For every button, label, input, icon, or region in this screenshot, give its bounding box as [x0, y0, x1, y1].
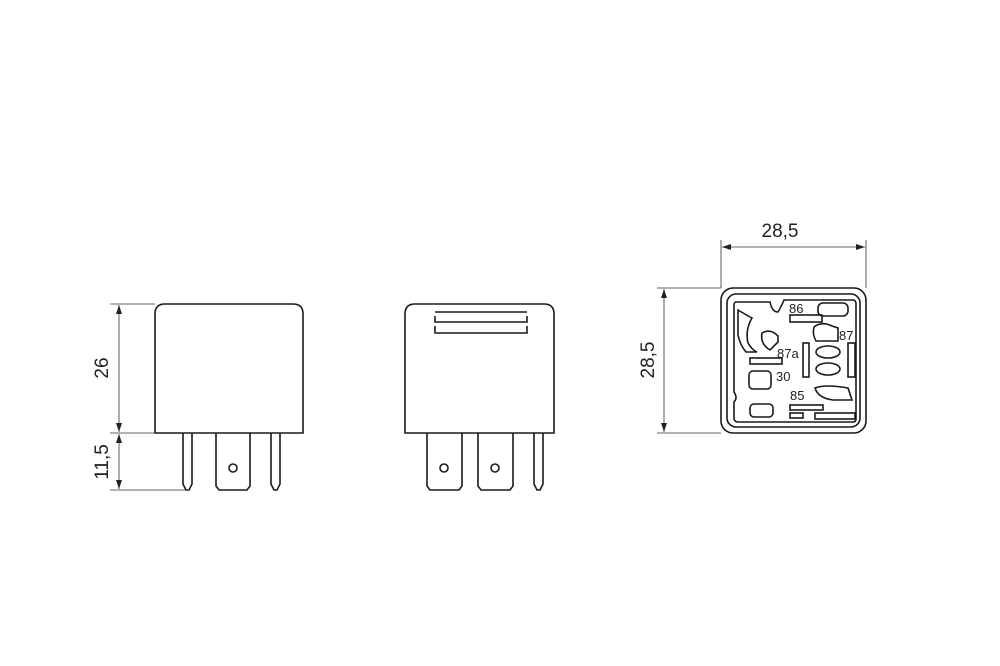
- front-body: [154, 303, 304, 434]
- side-view: [404, 303, 555, 491]
- front-pin-left: [182, 433, 193, 491]
- label-86: 86: [789, 301, 803, 316]
- dim-pin-length: 11,5: [92, 444, 113, 480]
- terminal-85-blade: [789, 404, 824, 411]
- dim-width: 28,5: [762, 221, 799, 242]
- front-view: 26 11,5: [92, 303, 304, 491]
- dim-height: 26: [92, 357, 113, 378]
- side-pin: [533, 433, 544, 491]
- side-tab-2: [477, 433, 514, 491]
- terminal-86-blade: [789, 314, 823, 323]
- front-pin-right: [270, 433, 281, 491]
- terminal-87-blade: [847, 342, 856, 378]
- terminal-87a-blade: [802, 342, 810, 378]
- outer-outline: [720, 287, 867, 434]
- terminal-view: 86 87 87a 30 85 28,5 28,5: [638, 221, 867, 434]
- dim-depth: 28,5: [638, 342, 659, 379]
- tab-hole: [228, 463, 238, 473]
- label-85: 85: [790, 388, 804, 403]
- terminal-30-blade: [749, 357, 783, 365]
- front-tab: [215, 433, 251, 491]
- label-30: 30: [776, 369, 790, 384]
- side-tab-1: [426, 433, 463, 491]
- label-87a: 87a: [777, 346, 799, 361]
- label-87: 87: [839, 328, 853, 343]
- side-body: [404, 303, 555, 434]
